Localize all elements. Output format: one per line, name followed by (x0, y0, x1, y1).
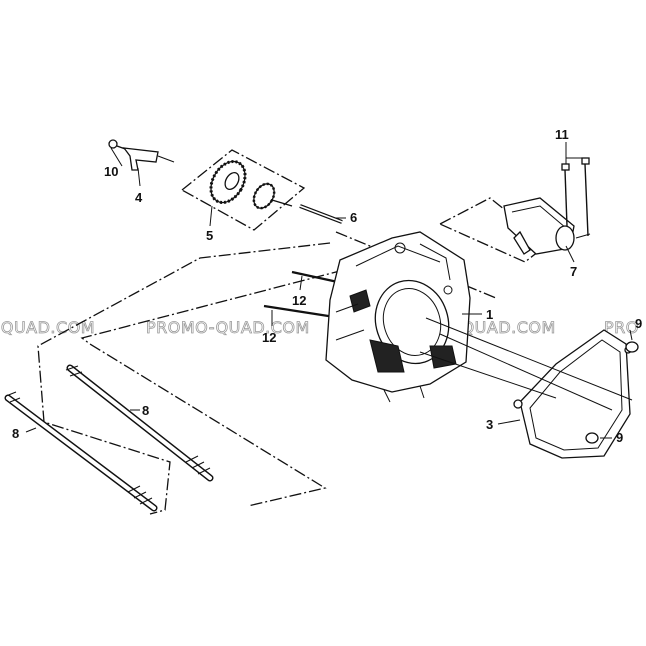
callout-12-upper: 12 (292, 293, 306, 308)
starter-end-cap (555, 225, 575, 251)
shaft-highlight (299, 205, 343, 223)
align-line-3 (419, 351, 557, 399)
callout-4: 4 (135, 190, 143, 205)
bracket-4-leader (157, 155, 175, 163)
crankcase-bolt-hole-2 (443, 285, 453, 295)
watermark-text-4: PRO (604, 318, 639, 337)
crankcase-top-edge (355, 245, 441, 267)
leader-lines (25, 142, 633, 439)
crankcase-ribs (335, 243, 451, 341)
callout-12-lower: 12 (262, 330, 276, 345)
starter-motor-7 (503, 197, 591, 255)
bolts-11 (561, 157, 590, 237)
gasket-hole-1 (513, 399, 523, 409)
callout-1: 1 (486, 307, 493, 322)
gear-group-outline (180, 149, 306, 231)
dowels-9 (585, 341, 639, 444)
callout-8-left: 8 (12, 426, 19, 441)
leader-10 (110, 147, 123, 167)
gear-shaft (271, 199, 293, 207)
leader-12a (299, 275, 303, 291)
tube-8-left-threads (5, 391, 153, 505)
bolt-11-a-head (561, 163, 570, 171)
bolt-11-b-shank (584, 163, 589, 237)
leader-8a (25, 427, 37, 433)
large-gear-teeth (209, 160, 247, 204)
small-gear-teeth (252, 182, 276, 210)
callout-9-upper: 9 (635, 316, 642, 331)
starter-body-line (511, 205, 567, 229)
dowel-9-upper (625, 341, 639, 353)
crankcase-1 (325, 231, 471, 403)
callout-9-lower: 9 (616, 430, 623, 445)
callout-labels: 10 4 5 6 7 11 12 12 1 3 9 9 8 8 (12, 127, 642, 445)
tube-8-right-fill (68, 366, 212, 480)
callout-11: 11 (555, 127, 569, 142)
crankcase-dark-boss (349, 289, 371, 313)
leader-3 (497, 419, 521, 425)
callout-10: 10 (104, 164, 118, 179)
gasket-3 (513, 329, 632, 459)
callout-3: 3 (486, 417, 493, 432)
alignment-lines (419, 317, 633, 411)
leader-5 (209, 205, 213, 227)
watermark-text-1: -QUAD.COM (0, 318, 95, 337)
crankcase-dark-recess (369, 339, 405, 373)
bracket-4 (122, 147, 159, 171)
leader-7 (565, 245, 575, 263)
gasket-inner (529, 339, 623, 451)
tube-8-right-threads (65, 365, 211, 475)
starter-mount (513, 230, 531, 255)
bolt-11-b-head (581, 157, 590, 165)
crankcase-bore (374, 279, 450, 365)
leader-4 (137, 167, 141, 187)
gear-set-5 (209, 160, 293, 210)
tube-group-outline-inner (80, 259, 383, 507)
tubes-8 (4, 364, 214, 512)
crankcase-feet (383, 385, 425, 403)
bolt-11-a-shank (564, 169, 568, 227)
dowel-9-lower (585, 432, 599, 444)
bolt-and-bracket-parts (108, 139, 175, 171)
callout-5: 5 (206, 228, 213, 243)
callout-6: 6 (350, 210, 357, 225)
align-line-1 (425, 317, 633, 401)
shaft-6 (299, 204, 343, 224)
crankcase-bore-inner (382, 288, 442, 356)
large-gear-hub (224, 171, 240, 191)
leader-9a (629, 329, 633, 341)
tube-8-left-fill (6, 396, 156, 510)
callout-7: 7 (570, 264, 577, 279)
watermark-text-2: PROMO-QUAD.COM (146, 318, 310, 337)
callout-8-right: 8 (142, 403, 149, 418)
align-line-2 (439, 333, 613, 411)
crankcase-bolt-hole (394, 242, 406, 254)
bolt-10 (108, 139, 118, 149)
